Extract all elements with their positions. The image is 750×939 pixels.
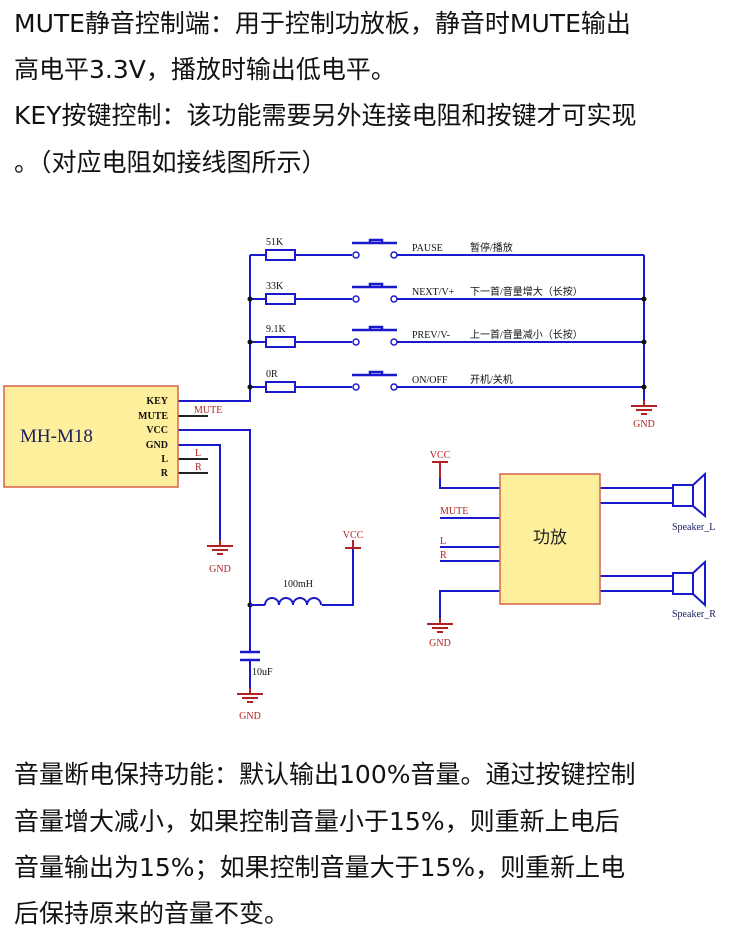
ground-icon — [630, 399, 658, 415]
gnd-label: GND — [429, 638, 451, 649]
speaker-icon — [672, 471, 706, 519]
speaker-r-label: Speaker_R — [672, 609, 716, 620]
button-row-next: 33K NEXT/V+ 下一首/音量增大（长按） — [247, 281, 647, 305]
ground-icon — [426, 617, 454, 633]
button-row-onoff: 0R ON/OFF 开机/关机 — [247, 369, 647, 393]
module-box — [3, 385, 179, 488]
outro-line: 音量增大减小，如果控制音量小于15%，则重新上电后 — [14, 807, 620, 836]
inductor-icon — [264, 597, 322, 606]
key-name: ON/OFF — [412, 375, 448, 386]
gnd-label: GND — [633, 419, 655, 430]
pin-label: MUTE — [138, 411, 168, 422]
gnd-label: GND — [209, 564, 231, 575]
ground-icon — [206, 539, 234, 555]
pin-label: L — [161, 454, 168, 465]
intro-line: 高电平3.3V，播放时输出低电平。 — [14, 55, 396, 84]
capacitor-icon — [240, 650, 260, 662]
resistor-value: 51K — [266, 237, 284, 248]
speaker-l-label: Speaker_L — [672, 522, 715, 533]
resistor-icon — [265, 336, 296, 348]
ground-icon — [236, 687, 264, 703]
pin-label: VCC — [146, 425, 168, 436]
key-name: NEXT/V+ — [412, 287, 455, 298]
module-name: MH-M18 — [20, 426, 93, 447]
pin-label: KEY — [146, 396, 168, 407]
pushbutton-icon — [352, 325, 397, 332]
resistor-icon — [265, 293, 296, 305]
gnd-label: GND — [239, 711, 261, 722]
key-function: 下一首/音量增大（长按） — [470, 285, 583, 298]
resistor-value: 9.1K — [266, 324, 287, 335]
intro-line: MUTE静音控制端：用于控制功放板，静音时MUTE输出 — [14, 9, 631, 38]
pin-label: GND — [146, 440, 168, 451]
resistor-value: 33K — [266, 281, 284, 292]
pushbutton-icon — [352, 282, 397, 289]
vcc-label: VCC — [430, 450, 451, 461]
resistor-icon — [265, 249, 296, 261]
pin-label: R — [161, 468, 169, 479]
key-function: 开机/关机 — [470, 373, 513, 386]
outro-line: 后保持原来的音量不变。 — [14, 899, 290, 928]
inductor-value: 100mH — [283, 579, 313, 590]
outro-line: 音量输出为15%；如果控制音量大于15%，则重新上电 — [14, 853, 626, 882]
pushbutton-icon — [352, 238, 397, 245]
resistor-icon — [265, 381, 296, 393]
amp-label: 功放 — [533, 528, 567, 548]
key-function: 暂停/播放 — [470, 241, 513, 254]
net-label-mute: MUTE — [194, 405, 222, 416]
capacitor-value: 10uF — [252, 667, 273, 678]
button-row-pause: 51K PAUSE 暂停/播放 — [250, 237, 644, 261]
resistor-value: 0R — [266, 369, 278, 380]
vcc-label: VCC — [343, 530, 364, 541]
amp-box — [499, 473, 601, 605]
amp-input-label: MUTE — [440, 506, 468, 517]
amp-input-label: R — [440, 550, 447, 561]
amp-input-label: L — [440, 536, 446, 547]
net-label-r: R — [195, 462, 202, 473]
pushbutton-icon — [352, 370, 397, 377]
intro-line: 。（对应电阻如接线图所示） — [14, 148, 327, 177]
key-function: 上一首/音量减小（长按） — [470, 328, 583, 341]
button-row-prev: 9.1K PREV/V- 上一首/音量减小（长按） — [247, 324, 647, 348]
net-label-l: L — [195, 448, 201, 459]
key-name: PAUSE — [412, 243, 443, 254]
intro-line: KEY按键控制：该功能需要另外连接电阻和按键才可实现 — [14, 101, 637, 130]
speaker-icon — [672, 559, 706, 608]
outro-line: 音量断电保持功能：默认输出100%音量。通过按键控制 — [14, 760, 636, 789]
key-name: PREV/V- — [412, 330, 450, 341]
